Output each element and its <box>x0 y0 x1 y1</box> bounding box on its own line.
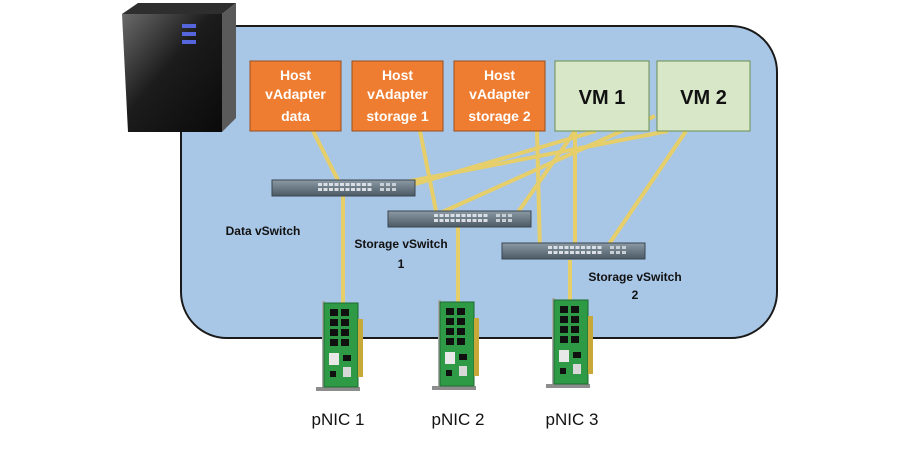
cable-storage2-adapter <box>535 130 542 253</box>
pnic-1-label: pNIC 1 <box>312 410 365 429</box>
vm-1-label: VM 1 <box>579 87 626 109</box>
data-vswitch-label: Data vSwitch <box>226 224 301 238</box>
storage-vswitch-2-device[interactable] <box>501 242 646 260</box>
host-vadapter-storage-1-line-2: vAdapter <box>367 86 428 102</box>
host-vadapter-storage-2-line-3: storage 2 <box>468 108 530 124</box>
host-vadapter-storage-1-line-3: storage 1 <box>366 108 428 124</box>
host-vadapter-storage-1-box[interactable]: Host vAdapter storage 1 <box>351 60 444 132</box>
cable-storage1-adapter <box>418 130 439 217</box>
cable-storage1-vm1 <box>514 129 577 217</box>
pnic-3-label: pNIC 3 <box>546 410 599 429</box>
data-vswitch-device[interactable] <box>271 179 416 197</box>
vswitch-layer <box>271 179 646 260</box>
host-vadapter-data-line-2: vAdapter <box>265 86 326 102</box>
pnic-2-label: pNIC 2 <box>432 410 485 429</box>
cable-storage2-vm2 <box>603 129 688 252</box>
host-vadapter-storage-2-line-2: vAdapter <box>469 86 530 102</box>
host-vadapter-data-line-1: Host <box>280 67 311 83</box>
vm-2-label: VM 2 <box>680 87 727 109</box>
vm-1-box[interactable]: VM 1 <box>554 60 650 132</box>
host-vadapter-storage-2-line-1: Host <box>484 67 515 83</box>
pnic-3-card[interactable] <box>546 298 593 388</box>
server-icon <box>122 3 236 132</box>
storage-vswitch-1-device[interactable] <box>387 210 532 228</box>
host-vadapter-storage-2-box[interactable]: Host vAdapter storage 2 <box>453 60 546 132</box>
storage-vswitch-2-label-line-1: Storage vSwitch <box>588 270 681 284</box>
cable-storage1-vm2 <box>437 114 656 216</box>
cable-layer <box>311 114 688 310</box>
storage-vswitch-2-label-line-2: 2 <box>632 288 639 302</box>
vm-2-box[interactable]: VM 2 <box>656 60 751 132</box>
pnic-layer <box>316 298 593 391</box>
storage-vswitch-1-label-line-2: 1 <box>398 257 405 271</box>
host-vadapter-storage-1-line-1: Host <box>382 67 413 83</box>
host-vadapter-data-line-3: data <box>281 108 310 124</box>
storage-vswitch-1-label-line-1: Storage vSwitch <box>354 237 447 251</box>
host-vadapter-data-box[interactable]: Host vAdapter data <box>249 60 342 132</box>
pnic-2-card[interactable] <box>432 300 479 390</box>
pnic-1-card[interactable] <box>316 301 363 391</box>
